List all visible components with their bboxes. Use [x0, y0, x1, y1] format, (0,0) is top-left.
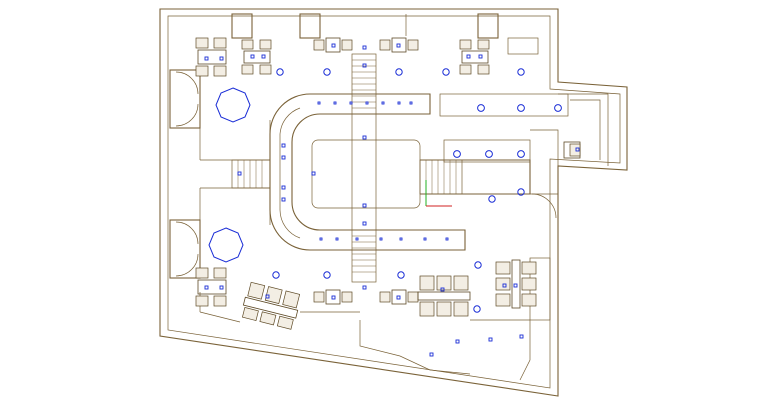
- table-set-bottom-center-2: [379, 289, 419, 305]
- ceiling-lights: [272, 68, 562, 313]
- table-set-annex: [563, 141, 581, 159]
- table-set-top-left-2: [241, 39, 272, 75]
- left-top-door-swing: [175, 71, 199, 127]
- table-set-bottom-center-1: [313, 289, 353, 305]
- stair-bottom: [351, 229, 377, 283]
- chandelier-top-left: [215, 87, 251, 123]
- booth-bottom-center: [417, 275, 471, 317]
- table-set-bottom-left: [195, 267, 227, 307]
- interior-partitions: [169, 13, 609, 381]
- table-set-top-right: [459, 39, 490, 75]
- alcove-2: [299, 13, 321, 39]
- booth-bottom-right: [495, 259, 537, 309]
- left-top-door-frame: [169, 69, 201, 129]
- booth-bottom-left: [241, 281, 301, 330]
- outer-walls: [159, 8, 628, 397]
- furniture: [195, 37, 581, 330]
- stairs: [231, 53, 463, 283]
- lighting: [204, 43, 580, 357]
- spot-lights: [204, 43, 580, 357]
- top-right-cabinet: [507, 37, 539, 55]
- origin-axis-marker: [425, 180, 452, 207]
- table-set-top-left-1: [195, 37, 227, 77]
- right-upper-bench: [439, 93, 569, 117]
- table-set-top-center-2: [379, 37, 419, 53]
- alcove-3: [477, 13, 499, 39]
- alcove-1: [231, 13, 253, 39]
- curved-bar-counter: [269, 93, 466, 251]
- stair-right: [419, 159, 463, 195]
- right-door-swing: [531, 193, 557, 219]
- right-mid-bench: [443, 139, 531, 163]
- left-bottom-door-frame: [169, 219, 201, 279]
- table-set-top-center-1: [313, 37, 353, 53]
- stair-left: [231, 159, 271, 189]
- chandelier-bottom-left: [208, 227, 244, 263]
- central-island: [311, 139, 421, 209]
- left-bottom-door-swing: [175, 221, 199, 277]
